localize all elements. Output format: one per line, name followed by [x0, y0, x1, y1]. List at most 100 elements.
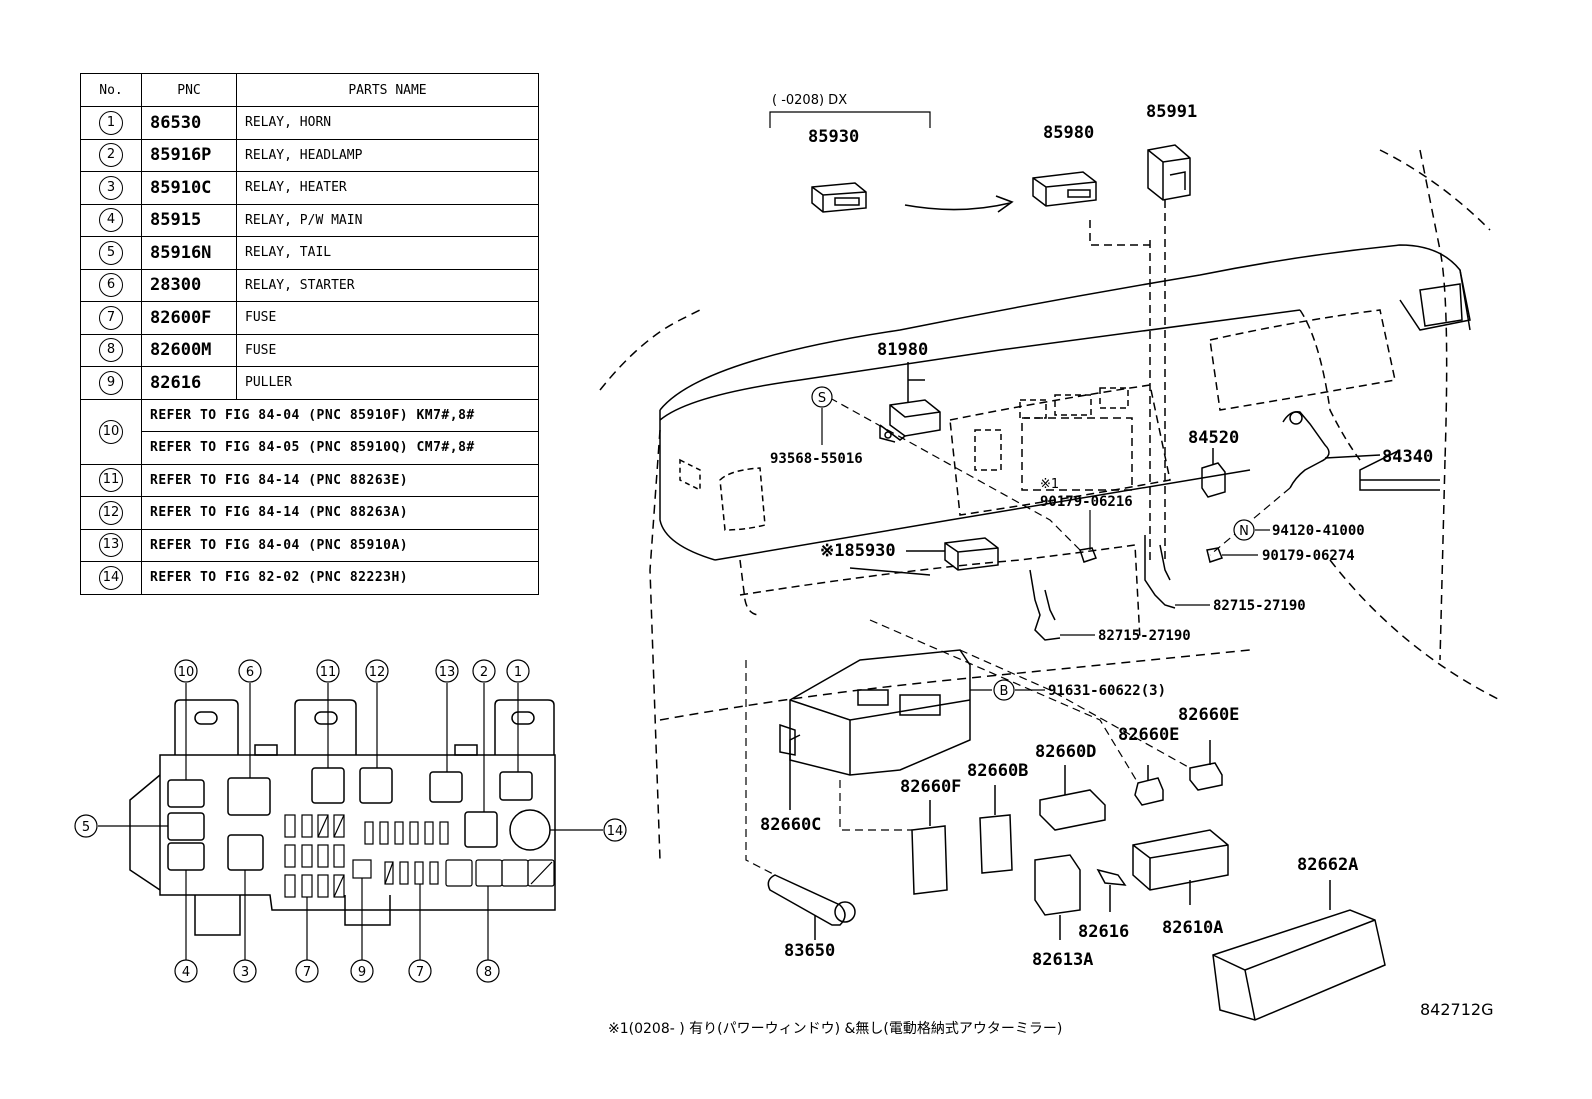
label-82715-27190-left: 82715-27190 [1098, 628, 1191, 644]
dx-label: ( -0208) DX [772, 93, 847, 108]
table-row: 2 85916P RELAY, HEADLAMP [80, 138, 539, 172]
row-reference: REFER TO FIG 82-02 (PNC 82223H) [141, 561, 539, 595]
row-name: PULLER [236, 366, 539, 400]
callout-6: 6 [246, 665, 254, 680]
callout-12: 12 [369, 665, 386, 680]
table-row-ref: 12 REFER TO FIG 84-14 (PNC 88263A) [80, 496, 539, 530]
label-82660B: 82660B [967, 761, 1028, 781]
s-marker: S [818, 391, 826, 406]
block-callouts: 10 6 11 12 13 2 1 5 14 4 3 7 9 [74, 659, 627, 983]
header-parts-name: PARTS NAME [236, 73, 539, 107]
callout-8: 8 [484, 965, 492, 980]
row-number: 10 [99, 419, 123, 444]
callout-1: 1 [514, 665, 522, 680]
row-pnc: 82600M [141, 333, 237, 367]
bracket-right [1144, 535, 1176, 609]
row-name: FUSE [236, 301, 539, 335]
label-90179-06274: 90179-06274 [1262, 548, 1355, 564]
callout-7: 7 [303, 965, 311, 980]
table-header-row: No. PNC PARTS NAME [80, 73, 539, 107]
dx-bracket [769, 111, 931, 128]
puller-82616 [1096, 868, 1127, 912]
connector-82660E-b [1189, 740, 1223, 791]
row-pnc: 85916N [141, 236, 237, 270]
label-82660D: 82660D [1035, 742, 1096, 762]
footnote: ※1(0208- ) 有り(パワーウィンドウ) &無し(電動格納式アウターミラー… [608, 1021, 1063, 1037]
callout-2: 2 [480, 665, 488, 680]
row-number: 12 [99, 500, 123, 525]
table-row: 3 85910C RELAY, HEATER [80, 171, 539, 205]
callout-10: 10 [178, 665, 195, 680]
row-number: 3 [99, 175, 123, 200]
star-1-marker: ※1 [1040, 477, 1059, 492]
arrow-head-icon [995, 195, 1014, 213]
label-82660F: 82660F [900, 777, 961, 797]
row-number: 5 [99, 240, 123, 265]
label-85991: 85991 [1146, 102, 1197, 122]
cover-82662A [1212, 880, 1386, 1021]
row-reference: REFER TO FIG 84-05 (PNC 85910Q) CM7#,8# [141, 431, 539, 465]
table-row-ref: 11 REFER TO FIG 84-14 (PNC 88263E) [80, 463, 539, 497]
table-row: 9 82616 PULLER [80, 366, 539, 400]
row-number: 7 [99, 305, 123, 330]
connector-82613A [1034, 854, 1081, 940]
callout-5: 5 [82, 820, 90, 835]
label-94120-41000: 94120-41000 [1272, 523, 1365, 539]
module-85930 [811, 182, 867, 213]
row-number: 6 [99, 273, 123, 298]
callout-4: 4 [182, 965, 190, 980]
connector-82660F [911, 800, 948, 895]
row-pnc: 85915 [141, 203, 237, 237]
row-name: RELAY, HEADLAMP [236, 138, 539, 172]
header-no: No. [80, 73, 142, 107]
table-row-ref: 14 REFER TO FIG 82-02 (PNC 82223H) [80, 561, 539, 595]
parts-table: No. PNC PARTS NAME 1 86530 RELAY, HORN 2… [80, 73, 539, 595]
label-91631-60622: 91631-60622(3) [1048, 683, 1166, 699]
row-name: RELAY, P/W MAIN [236, 203, 539, 237]
label-82660E-a: 82660E [1118, 725, 1179, 745]
row-number: 2 [99, 143, 123, 168]
harness-84340 [1282, 410, 1381, 489]
table-row: 4 85915 RELAY, P/W MAIN [80, 203, 539, 237]
table-row-ref: 10 REFER TO FIG 84-04 (PNC 85910F) KM7#,… [80, 398, 539, 465]
label-82660C: 82660C [760, 815, 821, 835]
sensor-84520 [1201, 448, 1226, 498]
label-85980: 85980 [1043, 123, 1094, 143]
n-marker: N [1239, 524, 1249, 539]
dashed-leaders [745, 397, 1291, 876]
row-number: 1 [99, 110, 123, 135]
figure-code: 842712G [1420, 1000, 1494, 1019]
module-85991 [1147, 144, 1191, 201]
connector-82610A [1132, 829, 1229, 905]
label-85930: 85930 [808, 127, 859, 147]
row-name: RELAY, HEATER [236, 171, 539, 205]
callout-13: 13 [439, 665, 456, 680]
relay-block-82660C [779, 649, 971, 810]
row-number: 14 [99, 565, 123, 590]
table-row: 1 86530 RELAY, HORN [80, 106, 539, 140]
label-93568-55016: 93568-55016 [770, 451, 863, 467]
label-81980: 81980 [877, 340, 928, 360]
part-labels: ( -0208) DX 85930 85980 85991 81980 S 93… [760, 93, 1433, 970]
callout-11: 11 [320, 665, 337, 680]
table-row-ref: REFER TO FIG 84-05 (PNC 85910Q) CM7#,8# [81, 431, 539, 465]
row-pnc: 85910C [141, 171, 237, 205]
row-reference: REFER TO FIG 84-04 (PNC 85910F) KM7#,8# [141, 398, 539, 432]
block-leaders [98, 683, 603, 960]
leaders [821, 408, 1270, 691]
arrow [904, 202, 1011, 211]
label-82610A: 82610A [1162, 918, 1223, 938]
row-number: 9 [99, 370, 123, 395]
label-84340: 84340 [1382, 447, 1433, 467]
row-number: 11 [99, 468, 123, 493]
b-marker: B [1000, 684, 1009, 699]
row-name: RELAY, HORN [236, 106, 539, 140]
tool-83650 [767, 874, 856, 940]
label-82616: 82616 [1078, 922, 1129, 942]
row-number: 4 [99, 208, 123, 233]
row-number: 13 [99, 533, 123, 558]
fuse-block [129, 699, 556, 936]
connector-82660D [1039, 765, 1106, 831]
callout-3: 3 [241, 965, 249, 980]
